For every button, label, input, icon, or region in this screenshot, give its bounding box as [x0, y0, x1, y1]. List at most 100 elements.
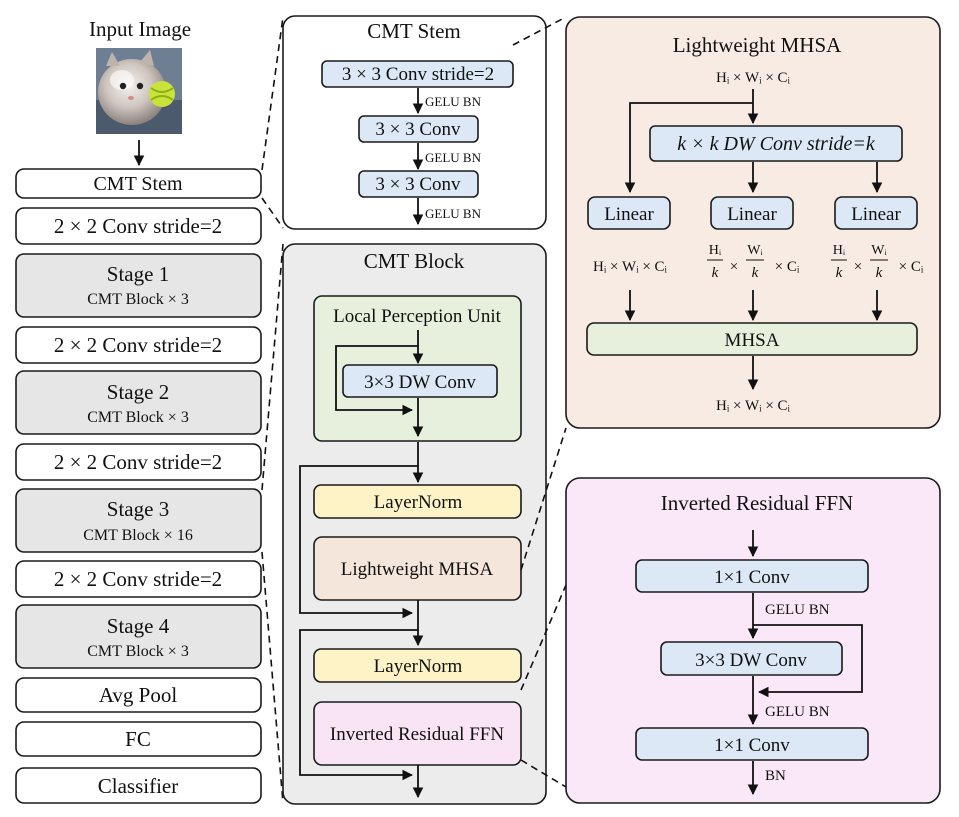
svg-text:Wᵢ: Wᵢ — [747, 243, 763, 258]
linear-k — [710, 196, 794, 230]
svg-text:k: k — [876, 265, 883, 281]
svg-text:Hᵢ: Hᵢ — [833, 243, 846, 258]
layernorm-2 — [313, 648, 522, 683]
shape-v: Hᵢ k × Wᵢ k × Cᵢ — [831, 243, 924, 281]
stem-conv-2-label: 3 × 3 Conv — [375, 119, 461, 140]
stem-act-1: GELU BN — [425, 94, 482, 109]
stem-conv-3 — [358, 170, 479, 198]
stem-act-3: GELU BN — [425, 206, 482, 221]
stage-2-title: Stage 2 — [107, 380, 169, 404]
downsample-box-1: 2 × 2 Conv stride=2 — [15, 207, 262, 245]
mhsa-box-label: Lightweight MHSA — [341, 559, 494, 580]
shape-k: Hᵢ k × Wᵢ k × Cᵢ — [707, 243, 800, 281]
mhsa-panel-title: Lightweight MHSA — [673, 33, 842, 57]
svg-text:×: × — [854, 259, 862, 275]
fc-box: FC — [15, 721, 262, 757]
svg-text:× Cᵢ: × Cᵢ — [775, 259, 800, 275]
stage-2-box: Stage 2 CMT Block × 3 — [15, 370, 262, 435]
zoom-line-mhsa-bottom — [520, 427, 567, 571]
stage-2-sub: CMT Block × 3 — [87, 409, 189, 426]
lpu-dw-conv — [342, 364, 498, 398]
stem-conv-1 — [321, 60, 514, 88]
stem-box: CMT Stem — [15, 168, 262, 199]
svg-text:k: k — [836, 265, 843, 281]
ffn-conv-1 — [635, 559, 869, 593]
ffn-act-3: BN — [765, 768, 786, 784]
ffn-panel-title: Inverted Residual FFN — [661, 491, 853, 515]
stage-4-sub: CMT Block × 3 — [87, 643, 189, 660]
downsample-box-4: 2 × 2 Conv stride=2 — [15, 560, 262, 598]
downsample-label-3: 2 × 2 Conv stride=2 — [54, 450, 222, 474]
svg-text:Wᵢ: Wᵢ — [871, 243, 887, 258]
zoom-line-stem-bottom — [261, 197, 284, 229]
block-panel: CMT Block Local Perception Unit 3×3 DW C… — [282, 243, 547, 805]
stage-1-title: Stage 1 — [107, 262, 169, 286]
zoom-line-mhsa-top — [512, 16, 567, 46]
stem-conv-2 — [358, 115, 479, 143]
mhsa-core-box — [586, 322, 918, 356]
stage-3-box: Stage 3 CMT Block × 16 — [15, 488, 262, 553]
mhsa-dw-conv-label: k × k DW Conv stride=k — [677, 133, 876, 155]
zoom-line-block-bottom — [261, 551, 284, 804]
ffn-box-label: Inverted Residual FFN — [330, 724, 504, 745]
stem-conv-3-label: 3 × 3 Conv — [375, 174, 461, 195]
linear-q — [587, 196, 671, 230]
stage-4-box: Stage 4 CMT Block × 3 — [15, 604, 262, 669]
ffn-conv-1-label: 1×1 Conv — [714, 567, 790, 588]
stem-panel-title: CMT Stem — [367, 19, 461, 43]
downsample-box-2: 2 × 2 Conv stride=2 — [15, 326, 262, 364]
zoom-line-ffn-bottom — [520, 759, 567, 788]
ffn-conv-2-label: 1×1 Conv — [714, 735, 790, 756]
classifier-box: Classifier — [15, 767, 262, 804]
svg-text:×: × — [730, 259, 738, 275]
stem-act-2: GELU BN — [425, 150, 482, 165]
svg-text:k: k — [752, 265, 759, 281]
ffn-act-1: GELU BN — [765, 602, 830, 618]
linear-v — [834, 196, 918, 230]
svg-text:× Cᵢ: × Cᵢ — [899, 259, 924, 275]
downsample-label-4: 2 × 2 Conv stride=2 — [54, 567, 222, 591]
downsample-label-1: 2 × 2 Conv stride=2 — [54, 214, 222, 238]
linear-k-label: Linear — [727, 204, 777, 225]
linear-q-label: Linear — [604, 204, 654, 225]
layernorm-1-label: LayerNorm — [374, 492, 463, 513]
ffn-dw-conv-label: 3×3 DW Conv — [695, 650, 807, 671]
ffn-act-2: GELU BN — [765, 704, 830, 720]
avg-pool-label: Avg Pool — [99, 683, 178, 707]
downsample-box-3: 2 × 2 Conv stride=2 — [15, 443, 262, 481]
stem-box-label: CMT Stem — [93, 173, 183, 195]
mhsa-output-shape: Hᵢ × Wᵢ × Cᵢ — [716, 398, 791, 414]
stem-conv-1-label: 3 × 3 Conv stride=2 — [342, 64, 494, 85]
mhsa-panel: Lightweight MHSA Hᵢ × Wᵢ × Cᵢ k × k DW C… — [565, 16, 941, 429]
avg-pool-box: Avg Pool — [15, 677, 262, 713]
layernorm-2-label: LayerNorm — [374, 656, 463, 677]
svg-text:k: k — [712, 265, 719, 281]
svg-text:Hᵢ: Hᵢ — [709, 243, 722, 258]
linear-v-label: Linear — [851, 204, 901, 225]
zoom-line-block-top — [261, 243, 284, 491]
lpu-dw-conv-label: 3×3 DW Conv — [364, 372, 476, 393]
downsample-label-2: 2 × 2 Conv stride=2 — [54, 333, 222, 357]
stage-3-sub: CMT Block × 16 — [83, 527, 193, 544]
mhsa-core-label: MHSA — [725, 330, 780, 351]
block-panel-title: CMT Block — [364, 249, 465, 273]
stage-1-sub: CMT Block × 3 — [87, 291, 189, 308]
lpu-title: Local Perception Unit — [333, 306, 502, 327]
shape-q: Hᵢ × Wᵢ × Cᵢ — [593, 259, 668, 275]
input-image-title: Input Image — [89, 17, 191, 41]
stage-3-title: Stage 3 — [107, 497, 169, 521]
input-image — [96, 48, 182, 134]
mhsa-dw-conv — [649, 125, 903, 162]
ffn-conv-2 — [635, 727, 869, 761]
ffn-dw-conv — [660, 641, 843, 676]
stage-4-title: Stage 4 — [107, 614, 170, 638]
mhsa-input-shape: Hᵢ × Wᵢ × Cᵢ — [716, 70, 791, 86]
classifier-label: Classifier — [98, 774, 178, 798]
zoom-line-stem-top — [261, 16, 284, 171]
ffn-panel: Inverted Residual FFN 1×1 Conv GELU BN 3… — [565, 477, 941, 804]
layernorm-1 — [313, 484, 522, 519]
stem-panel: CMT Stem 3 × 3 Conv stride=2 GELU BN 3 ×… — [282, 15, 547, 230]
stage-1-box: Stage 1 CMT Block × 3 — [15, 253, 262, 318]
fc-label: FC — [125, 727, 151, 751]
